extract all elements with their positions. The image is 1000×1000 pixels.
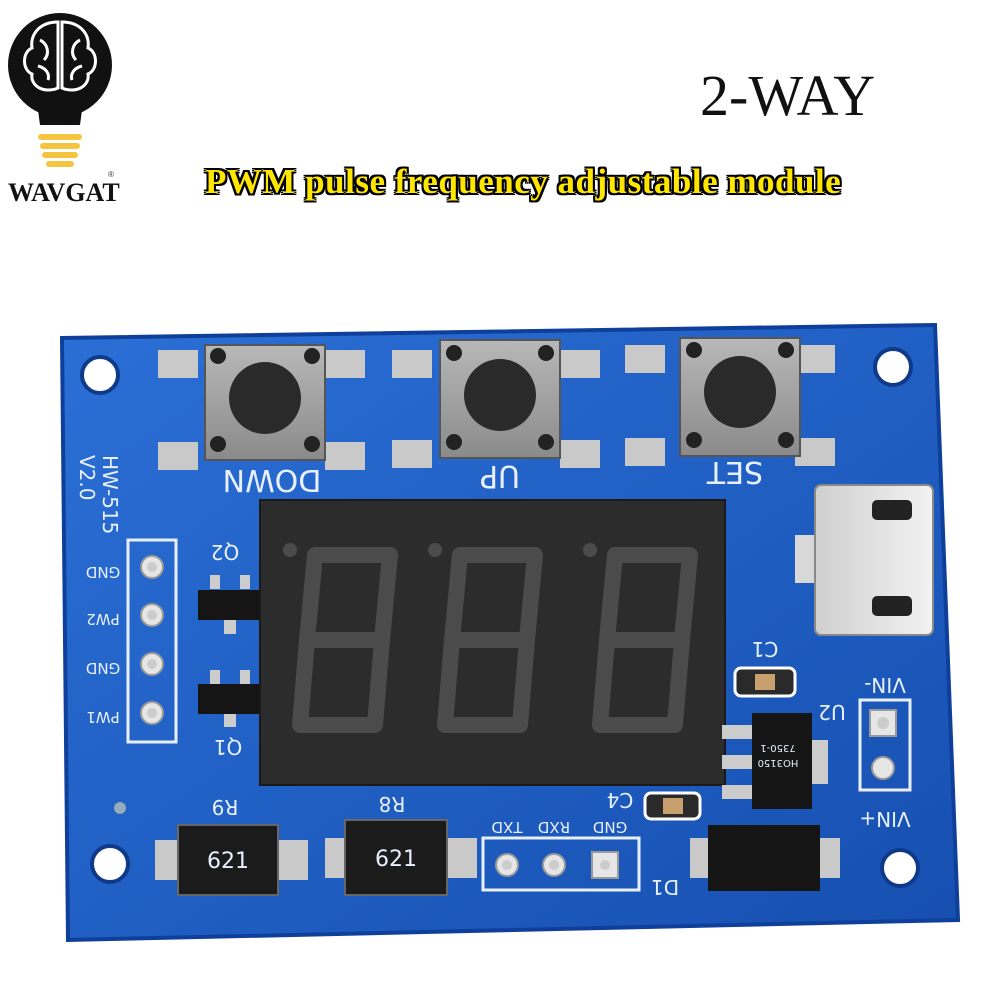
micro-usb-port xyxy=(795,484,934,636)
brand-name: WAVGAT xyxy=(8,178,120,207)
transistor-q2 xyxy=(198,575,262,634)
model-label: HW-515 xyxy=(98,455,122,534)
button-set xyxy=(625,337,835,466)
label-u2: U2 xyxy=(818,700,845,724)
pin-label-pw2: PW2 xyxy=(86,610,119,628)
label-down: DOWN xyxy=(223,462,322,497)
label-r9: R9 xyxy=(212,795,239,819)
label-c4: C4 xyxy=(607,788,634,812)
product-title: 2-WAY xyxy=(700,63,876,128)
label-q2: Q2 xyxy=(211,540,239,564)
mounting-hole xyxy=(90,844,130,884)
vin-header-outline xyxy=(858,698,912,792)
regulator-u2 xyxy=(722,713,828,809)
transistor-q1 xyxy=(198,670,262,727)
label-d1: D1 xyxy=(651,875,679,899)
wavgat-logo xyxy=(8,13,112,167)
button-up xyxy=(392,339,600,468)
label-txd: TXD xyxy=(492,818,524,836)
display-digits xyxy=(292,547,698,733)
mounting-hole xyxy=(880,848,920,888)
pin-header-outline xyxy=(126,538,178,744)
label-vin-plus: VIN+ xyxy=(859,807,910,831)
label-c1: C1 xyxy=(752,637,779,661)
version-label: V2.0 xyxy=(75,455,99,501)
pin-header-pins xyxy=(140,555,164,725)
label-set: SET xyxy=(706,454,763,489)
brand-registered-mark: ® xyxy=(108,170,114,179)
resistor-code-r8: 621 xyxy=(375,847,417,872)
product-subtitle: PWM pulse frequency adjustable module xyxy=(205,162,842,201)
pin-label-gnd: GND xyxy=(86,659,120,677)
label-r8: R8 xyxy=(379,792,406,816)
label-up: UP xyxy=(480,458,520,493)
label-q1: Q1 xyxy=(214,735,242,759)
pin-label-pw1: PW1 xyxy=(86,708,119,726)
resistor-r8 xyxy=(325,819,477,896)
regulator-marking-1: 7350-1 xyxy=(760,742,795,753)
resistor-r9 xyxy=(155,824,308,896)
vin-pin xyxy=(871,756,895,780)
label-rxd: RXD xyxy=(538,818,570,836)
label-vin-minus: VIN- xyxy=(864,673,906,697)
resistor-code-r9: 621 xyxy=(207,849,249,874)
regulator-marking-2: HO3150 xyxy=(758,757,799,768)
logo-bulb-icon xyxy=(8,13,112,117)
mounting-hole xyxy=(873,347,913,387)
serial-header-outline xyxy=(481,836,641,892)
diode-d1 xyxy=(690,825,840,891)
pin-label-gnd-top: GND xyxy=(86,563,120,581)
mounting-hole xyxy=(80,355,120,395)
label-gnd-serial: GND xyxy=(593,818,627,836)
brain-icon xyxy=(23,20,97,92)
button-down xyxy=(158,344,365,470)
